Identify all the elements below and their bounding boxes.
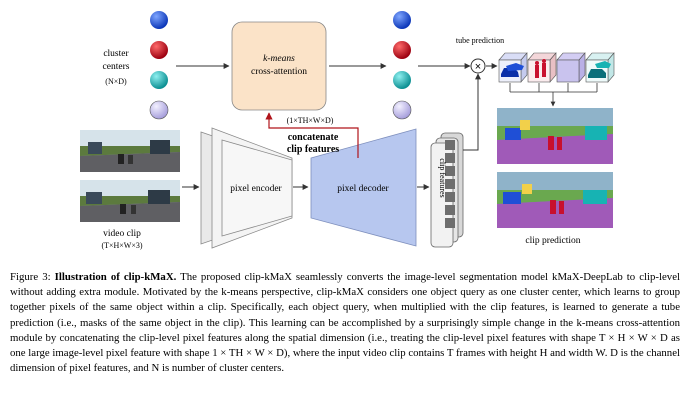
kmeans-label-2: cross-attention [251, 67, 307, 77]
video-clip-label: video clip [103, 229, 141, 239]
tube-blue-car-icon [498, 52, 528, 83]
tube-red-person-icon [527, 52, 557, 83]
kmeans-cross-attention-box [231, 21, 327, 111]
merge-arrows [509, 83, 598, 107]
updated-center-teal-icon [393, 71, 411, 89]
tube-prediction-label: tube prediction [456, 36, 504, 45]
video-clip-frames [80, 130, 180, 222]
caption-line-2: kMaX-DeepLab to clip-level without addin… [10, 271, 680, 299]
caption-title: Illustration of clip-kMaX. [54, 271, 177, 283]
video-clip-shape: (T×H×W×3) [101, 241, 142, 250]
caption-line-6: concatenating the clip-level pixel featu… [59, 331, 596, 344]
cluster-center-lavender-icon [149, 100, 169, 120]
kmeans-label-1: k-means [263, 54, 295, 64]
tube-predictions [498, 52, 615, 83]
cluster-center-red-icon [150, 41, 168, 59]
prediction-frame-top [497, 108, 613, 164]
prediction-frame-bottom [497, 172, 613, 228]
cluster-center-teal-icon [150, 71, 168, 89]
pixel-decoder-block [310, 128, 417, 247]
tube-teal-car-icon [585, 52, 615, 83]
caption-line-3: object query as one cluster center, whic… [10, 286, 680, 314]
figure-caption: Figure 3: Illustration of clip-kMaX. The… [10, 270, 680, 376]
cluster-centers-label-1: cluster [103, 49, 129, 59]
pixel-decoder-label: pixel decoder [337, 184, 389, 194]
cluster-centers-shape: (N×D) [105, 77, 127, 86]
output-cluster-spheres [392, 11, 412, 120]
concatenate-label-1: concatenate [288, 132, 339, 143]
architecture-figure: cluster centers (N×D) k-means cross-atte… [80, 11, 615, 250]
cluster-centers-label-2: centers [103, 62, 130, 72]
caption-label: Figure 3: [10, 271, 51, 283]
updated-center-blue-icon [393, 11, 411, 29]
clip-prediction-frames [497, 108, 613, 228]
cluster-center-blue-icon [150, 11, 168, 29]
pixel-encoder-label: pixel encoder [230, 184, 282, 194]
video-frame-bottom [80, 180, 180, 222]
updated-center-lavender-icon [392, 100, 412, 120]
multiply-icon [470, 58, 486, 74]
reshape-shape: (1×TH×W×D) [287, 116, 334, 125]
video-frame-top [80, 130, 180, 172]
input-cluster-spheres [149, 11, 169, 120]
pixel-encoder-block [200, 127, 293, 249]
caption-line-8: T frames with height H and width W. D is… [10, 347, 680, 375]
clip-prediction-label: clip prediction [525, 236, 580, 246]
clip-features-stack [430, 132, 464, 248]
caption-line-5: in the clip). This learning can be accom… [10, 316, 680, 344]
caption-line-7: T × H × W × D as one large image-level p… [10, 331, 680, 360]
tube-lavender-region-icon [556, 52, 586, 83]
multiply-symbol: × [475, 61, 481, 73]
caption-line-1: The proposed clip-kMaX seamlessly conver… [180, 271, 549, 283]
updated-center-red-icon [393, 41, 411, 59]
concatenate-label-2: clip features [287, 144, 339, 155]
arrow-features-to-multiply [463, 73, 481, 151]
concatenate-arrow [265, 112, 359, 158]
caption-line-4: object query, when multiplied with the c… [10, 301, 680, 329]
clip-features-label: clip features [438, 158, 447, 197]
